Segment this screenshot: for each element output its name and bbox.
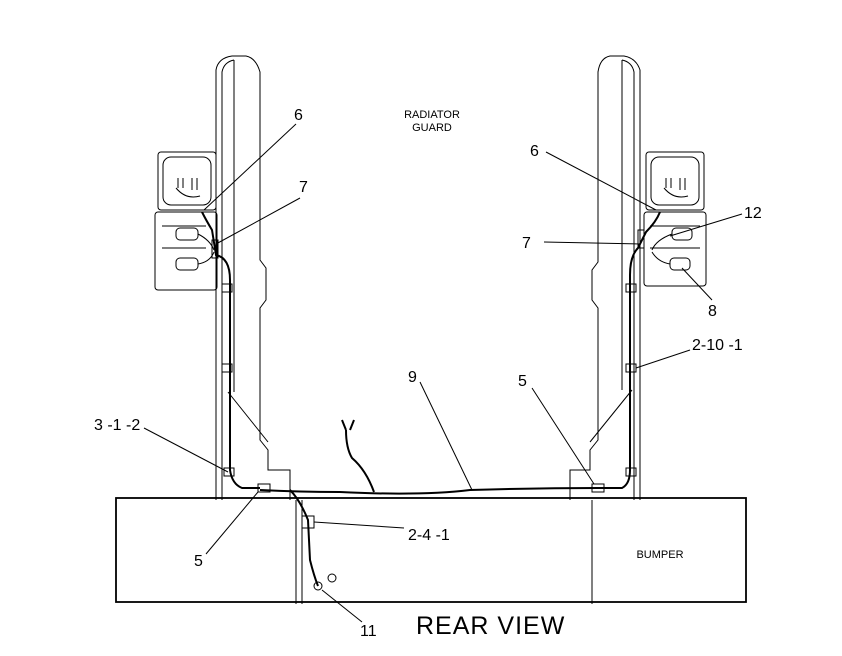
- right-lamp-assembly: [643, 151, 707, 287]
- callout-2-10-1: 2-10 -1: [692, 337, 743, 354]
- bumper: [115, 497, 747, 604]
- bumper-label: BUMPER: [636, 549, 683, 561]
- right-frame-post: [569, 55, 641, 500]
- callout-6-left: 6: [294, 107, 303, 124]
- wiring-harness: [201, 211, 661, 591]
- callout-9: 9: [408, 369, 417, 386]
- callout-2-4-1: 2-4 -1: [408, 527, 450, 544]
- callout-5-left: 5: [194, 553, 203, 570]
- callout-7-right: 7: [522, 235, 531, 252]
- radiator-guard-label-line1: RADIATOR: [404, 109, 460, 121]
- callout-6-right: 6: [530, 143, 539, 160]
- radiator-guard-label-line2: GUARD: [412, 122, 452, 134]
- left-frame-post: [215, 55, 291, 500]
- callout-8: 8: [708, 303, 717, 320]
- callout-5-right: 5: [518, 373, 527, 390]
- callout-11: 11: [360, 623, 377, 640]
- callout-12: 12: [744, 205, 762, 222]
- callout-3-1-2: 3 -1 -2: [94, 417, 140, 434]
- diagram-title: REAR VIEW: [416, 612, 565, 640]
- callout-7-left: 7: [299, 179, 308, 196]
- callout-leaders: [143, 123, 743, 623]
- left-lamp-assembly: [154, 151, 218, 291]
